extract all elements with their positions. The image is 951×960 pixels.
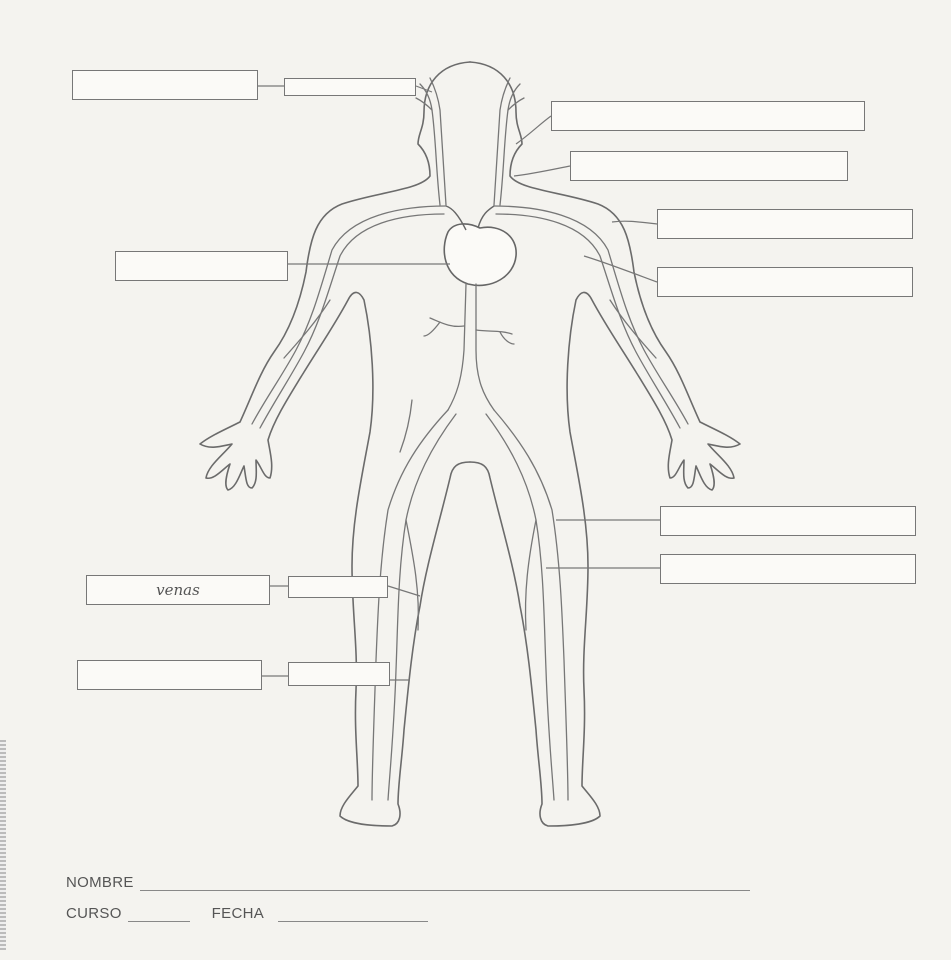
leader-line-shoulder	[612, 221, 657, 224]
vessel-arm-left-b	[260, 214, 444, 428]
label-box-knee-secondary[interactable]	[288, 662, 390, 686]
vessel-leg-left-b	[388, 414, 456, 800]
label-box-neck-lower[interactable]	[570, 151, 848, 181]
date-label: FECHA	[212, 905, 264, 922]
label-box-thigh-upper[interactable]	[660, 506, 916, 536]
vessel-leg-left-a	[372, 410, 448, 800]
label-box-thigh-lower[interactable]	[660, 554, 916, 584]
vena-cava	[476, 284, 494, 410]
vessel-leg-left-c	[406, 520, 418, 630]
label-box-head-secondary[interactable]	[284, 78, 416, 96]
vessel-branch-right	[476, 330, 514, 344]
vessel-branch-left	[424, 318, 464, 336]
name-line[interactable]	[140, 878, 750, 891]
name-label: NOMBRE	[66, 874, 134, 891]
leader-line-neck-2	[514, 166, 570, 176]
label-box-shoulder[interactable]	[657, 209, 913, 239]
label-box-heart[interactable]	[115, 251, 288, 281]
label-box-venas[interactable]: venas	[86, 575, 270, 605]
label-box-venas-secondary[interactable]	[288, 576, 388, 598]
label-box-head[interactable]	[72, 70, 258, 100]
aorta-descending	[448, 284, 466, 410]
vessel-arm-right-b	[496, 214, 680, 428]
heart	[444, 224, 516, 285]
label-box-knee[interactable]	[77, 660, 262, 690]
vessel-leg-left-d	[400, 400, 412, 452]
leader-line-arm	[584, 256, 657, 282]
vessel-leg-right-a	[494, 410, 568, 800]
body-outline-left	[200, 62, 470, 826]
date-line[interactable]	[278, 909, 428, 922]
leader-line-neck-1	[516, 116, 551, 144]
course-label: CURSO	[66, 905, 122, 922]
course-line[interactable]	[128, 909, 190, 922]
footer-name-row: NOMBRE	[66, 874, 750, 891]
scan-edge-strip	[0, 740, 6, 950]
vessel-leg-right-c	[525, 520, 536, 630]
label-box-arm[interactable]	[657, 267, 913, 297]
footer-course-row: CURSO FECHA	[66, 905, 428, 922]
label-box-neck-upper[interactable]	[551, 101, 865, 131]
